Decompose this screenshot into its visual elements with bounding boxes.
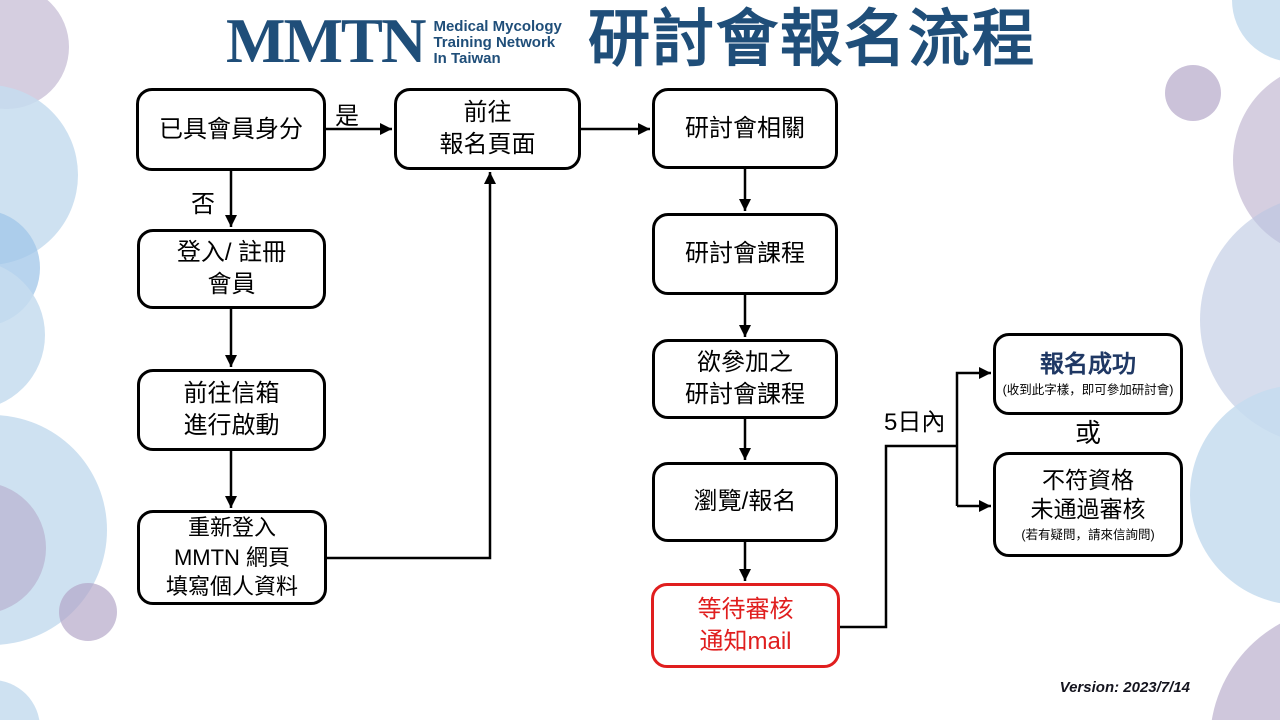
node-login-register-member-label: 登入/ 註冊 會員 <box>176 239 287 298</box>
node-not-qualified-label: 不符資格 未通過審核 <box>1030 466 1146 523</box>
node-relogin-fill-profile-label: 重新登入 MMTN 網頁 填寫個人資料 <box>165 515 298 600</box>
decor-circle <box>1165 65 1221 121</box>
node-seminar-course: 研討會課程 <box>652 213 838 295</box>
node-desired-seminar-course-label: 欲參加之 研討會課程 <box>685 349 805 408</box>
node-login-register-member: 登入/ 註冊 會員 <box>137 229 326 309</box>
node-seminar-related-label: 研討會相關 <box>685 114 805 142</box>
mmtn-logo-subtitle: Medical Mycology Training Network In Tai… <box>433 18 562 68</box>
node-not-qualified-note: (若有疑問，請來信詢問) <box>1021 527 1155 542</box>
edge-label-yes: 是 <box>335 103 359 130</box>
node-goto-registration-page: 前往 報名頁面 <box>394 88 581 170</box>
node-browse-register: 瀏覽/報名 <box>652 462 838 542</box>
node-relogin-fill-profile: 重新登入 MMTN 網頁 填寫個人資料 <box>137 510 327 605</box>
node-seminar-course-label: 研討會課程 <box>685 240 805 268</box>
node-member-check: 已具會員身分 <box>136 88 326 171</box>
page-title: 研討會報名流程 <box>588 5 1037 74</box>
node-not-qualified: 不符資格 未通過審核 (若有疑問，請來信詢問) <box>993 452 1183 557</box>
node-desired-seminar-course: 欲參加之 研討會課程 <box>652 339 838 419</box>
version-text: Version: 2023/7/14 <box>1059 679 1190 696</box>
decor-circle <box>59 583 117 641</box>
mmtn-logo-wordmark: MMTN <box>226 6 426 76</box>
node-activate-via-mailbox: 前往信箱 進行啟動 <box>137 369 326 451</box>
mmtn-logo: MMTN Medical Mycology Training Network I… <box>226 10 562 73</box>
node-registration-success: 報名成功 (收到此字樣，即可參加研討會) <box>993 333 1183 415</box>
node-registration-success-label: 報名成功 <box>1040 350 1136 378</box>
node-activate-via-mailbox-label: 前往信箱 進行啟動 <box>183 380 280 439</box>
node-member-check-label: 已具會員身分 <box>159 115 303 143</box>
node-registration-success-note: (收到此字樣，即可參加研討會) <box>1002 382 1174 397</box>
node-goto-registration-page-label: 前往 報名頁面 <box>439 99 536 158</box>
node-seminar-related: 研討會相關 <box>652 88 838 169</box>
edge-label-within-5-days: 5日內 <box>884 409 946 436</box>
node-browse-register-label: 瀏覽/報名 <box>693 488 797 516</box>
edge-label-no: 否 <box>191 191 215 218</box>
node-wait-review-mail-label: 等待審核 通知mail <box>697 595 794 655</box>
edge-label-or: 或 <box>1074 418 1101 448</box>
node-wait-review-mail: 等待審核 通知mail <box>651 583 840 668</box>
